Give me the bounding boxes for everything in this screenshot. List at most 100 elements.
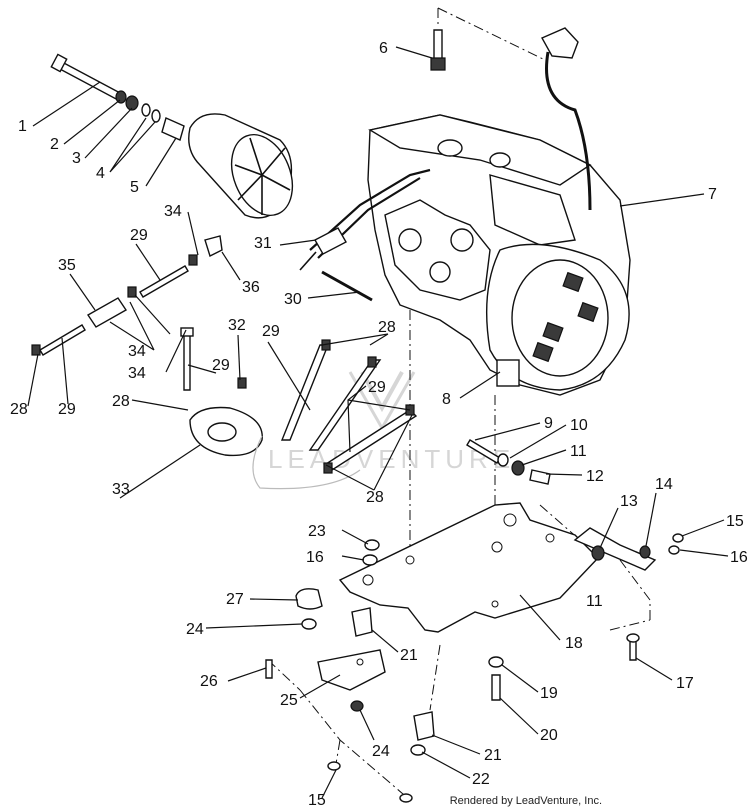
callout-31: 31	[254, 235, 272, 252]
hose-clamp-d	[180, 327, 194, 337]
sheave-spokes	[234, 137, 291, 215]
callout-27: 27	[226, 591, 244, 608]
cooling-vent-c	[542, 321, 564, 343]
engine-assembly	[367, 114, 631, 396]
fuel-line-pump-out	[280, 344, 330, 441]
callout-28-left: 28	[10, 401, 28, 418]
ignition-parts	[430, 27, 592, 211]
cooling-vent-d	[532, 341, 554, 363]
harness-connector	[314, 227, 347, 255]
fuel-system	[31, 235, 418, 490]
fuel-line-short	[183, 334, 191, 391]
mount-nut	[511, 460, 525, 476]
callout-32: 32	[228, 317, 246, 334]
carburetor-a	[398, 228, 422, 252]
cooling-vent-a	[562, 271, 584, 293]
washer	[115, 90, 127, 104]
callout-25: 25	[280, 692, 298, 709]
cylinder-head	[368, 114, 592, 186]
o-ring-a	[141, 103, 151, 117]
nut-14	[639, 545, 651, 559]
callout-14: 14	[655, 476, 673, 493]
bolt-17	[629, 639, 637, 661]
callout-29-mid: 29	[212, 357, 230, 374]
callout-6: 6	[379, 40, 388, 57]
callout-7: 7	[708, 186, 717, 203]
plate-hole-e	[545, 533, 555, 543]
callout-34-low: 34	[128, 365, 146, 382]
washer-15-upper	[672, 533, 684, 543]
callout-33: 33	[112, 481, 130, 498]
callout-29-right: 29	[262, 323, 280, 340]
callout-26: 26	[200, 673, 218, 690]
rubber-mount-lower	[413, 711, 435, 741]
lower-bracket	[317, 649, 386, 691]
mounting-plate-assembly	[338, 439, 684, 701]
callout-15-right: 15	[726, 513, 744, 530]
nut-24-lower	[350, 700, 364, 712]
callout-19: 19	[540, 685, 558, 702]
callout-3: 3	[72, 150, 81, 167]
pulse-line	[252, 435, 361, 490]
callout-34-top: 34	[164, 203, 182, 220]
washer-15-lower-b	[399, 793, 413, 803]
drive-clutch-assembly	[50, 53, 294, 219]
callout-16-left: 16	[306, 549, 324, 566]
callout-34-mid: 34	[128, 343, 146, 360]
harness-lead	[299, 251, 317, 271]
fuel-line-upper	[139, 265, 189, 298]
exhaust-manifold	[489, 174, 576, 246]
lower-mounts	[265, 588, 435, 803]
callout-4: 4	[96, 165, 105, 182]
cable-tie	[321, 270, 373, 302]
callout-29-left: 29	[58, 401, 76, 418]
mount-spacer	[529, 469, 551, 485]
engine-mount-boss	[496, 359, 520, 387]
callout-10: 10	[570, 417, 588, 434]
mount-bolt	[466, 439, 501, 464]
carburetor-c	[429, 261, 451, 283]
spark-plug-hex	[430, 57, 446, 71]
fuel-filter	[87, 297, 127, 328]
head-boss-left	[437, 139, 463, 157]
mount-washer	[497, 453, 509, 467]
mounting-bracket	[573, 527, 657, 571]
hose-clamp-a	[127, 286, 137, 298]
callout-22: 22	[472, 771, 490, 788]
plate-hole-a	[503, 513, 517, 527]
lock-washer	[125, 95, 139, 111]
callout-labels: 1 2 3 4 5 6 7 8 9 10 11 11 12 13 14 15 1…	[10, 40, 748, 809]
callout-18: 18	[565, 635, 583, 652]
leader-lines	[27, 46, 729, 799]
bracket-hole	[356, 658, 364, 666]
callout-13: 13	[620, 493, 638, 510]
fuel-line-pump-return	[308, 359, 382, 451]
o-ring-b	[151, 109, 161, 123]
callout-17: 17	[676, 675, 694, 692]
callout-28-upper-right: 28	[378, 319, 396, 336]
hose-clamp-b	[31, 344, 41, 356]
washer-15-lower-a	[327, 761, 341, 771]
engine-mounting-plate	[338, 502, 599, 633]
bracket-nut	[591, 545, 605, 561]
rubber-bumper	[295, 588, 323, 610]
clutch-bolt-head	[50, 53, 68, 73]
callout-11-upper: 11	[570, 443, 587, 460]
callout-5: 5	[130, 179, 139, 196]
callout-2: 2	[50, 136, 59, 153]
carburetor-body	[384, 199, 491, 301]
callout-9: 9	[544, 415, 553, 432]
spacer	[161, 117, 185, 141]
clutch-bolt	[56, 61, 124, 101]
washer-24-upper	[301, 618, 317, 630]
bolt-20	[491, 674, 501, 701]
cooling-vent-b	[577, 301, 599, 323]
hose-clamp-f	[367, 356, 377, 368]
callout-21-lower: 21	[484, 747, 502, 764]
fuel-pump-cap	[207, 422, 237, 442]
washer-16-right	[668, 545, 680, 555]
plate-hole-c	[405, 555, 415, 565]
callout-16-right: 16	[730, 549, 748, 566]
